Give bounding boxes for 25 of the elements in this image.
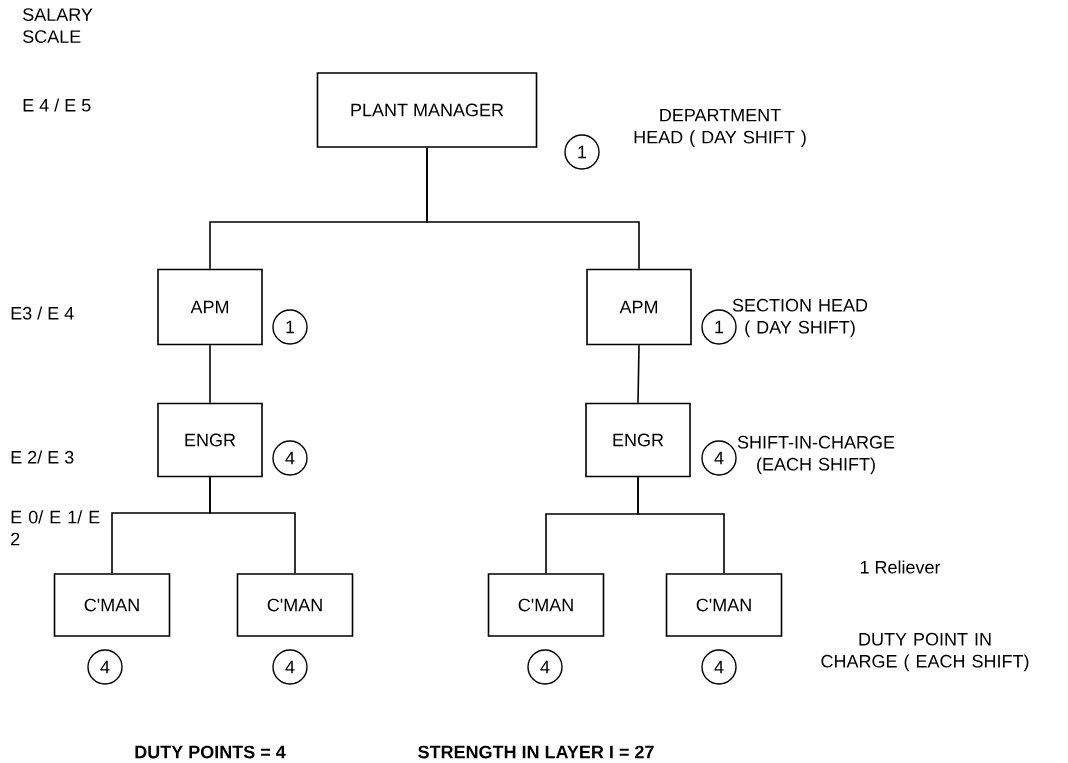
annotation-text: DEPARTMENT HEAD ( DAY SHIFT ) xyxy=(634,108,806,148)
position-box: C'MAN xyxy=(236,573,354,637)
connector-line xyxy=(209,476,296,574)
annotation-text: 1 Reliever xyxy=(860,560,941,574)
summary-text: DUTY POINTS = 4 xyxy=(135,745,286,759)
connector-line xyxy=(637,476,725,574)
connector-line xyxy=(209,344,211,404)
summary-text: STRENGTH IN LAYER I = 27 xyxy=(418,745,654,759)
position-box: PLANT MANAGER xyxy=(316,72,538,148)
position-box: ENGR xyxy=(585,402,691,478)
connector-line xyxy=(426,147,640,270)
annotation-text: E 0/ E 1/ E 2 xyxy=(11,510,100,546)
position-box: C'MAN xyxy=(53,573,171,637)
position-box: APM xyxy=(157,268,263,346)
annotation-text: E 2/ E 3 xyxy=(11,450,74,464)
position-box: C'MAN xyxy=(487,573,605,637)
annotation-text: DUTY POINT IN CHARGE ( EACH SHIFT) xyxy=(821,632,1029,672)
position-box: APM xyxy=(586,268,692,346)
connector-line xyxy=(637,344,640,404)
annotation-text: E3 / E 4 xyxy=(11,306,74,320)
annotation-text: SALARY SCALE xyxy=(23,8,93,43)
annotation-text: SHIFT-IN-CHARGE (EACH SHIFT) xyxy=(737,435,895,475)
position-box: C'MAN xyxy=(665,573,783,637)
position-box: ENGR xyxy=(157,402,263,478)
annotation-text: E 4 / E 5 xyxy=(23,98,91,112)
